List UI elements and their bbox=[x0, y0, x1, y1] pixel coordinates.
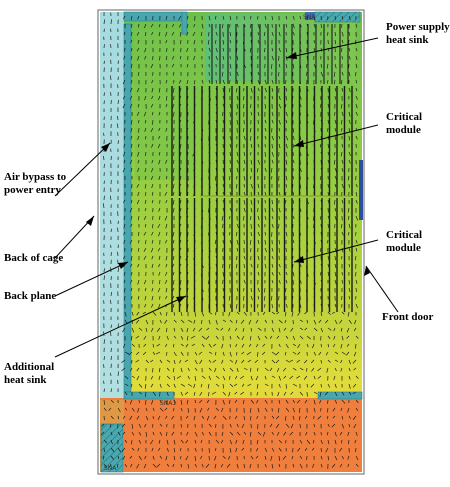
leader-front-door bbox=[366, 266, 398, 312]
exhaust-plenum bbox=[100, 398, 362, 472]
label-line: module bbox=[386, 242, 422, 255]
right-shelf bbox=[318, 392, 362, 399]
label-air-bypass: Air bypass to power entry bbox=[4, 171, 66, 197]
velocity-vector bbox=[272, 304, 273, 308]
label-critical-module-lower: Critical module bbox=[386, 229, 422, 255]
label-line: heat sink bbox=[4, 374, 54, 387]
top-ledge-tab bbox=[182, 12, 187, 34]
label-line: Critical bbox=[386, 111, 422, 124]
label-line: Air bypass to bbox=[4, 171, 66, 184]
label-back-of-cage: Back of cage bbox=[4, 252, 63, 265]
label-line: Critical bbox=[386, 229, 422, 242]
label-line: power entry bbox=[4, 184, 66, 197]
top-right-hatched-block bbox=[315, 12, 360, 22]
label-power-supply-heat-sink: Power supply heat sink bbox=[386, 21, 450, 47]
label-line: Power supply bbox=[386, 21, 450, 34]
front-door-edge bbox=[359, 160, 363, 220]
mark-mid: SNA1 bbox=[160, 400, 176, 407]
label-critical-module-upper: Critical module bbox=[386, 111, 422, 137]
label-front-door: Front door bbox=[382, 311, 433, 324]
velocity-vector bbox=[104, 92, 105, 96]
velocity-vector bbox=[104, 268, 105, 272]
label-line: Additional bbox=[4, 361, 54, 374]
mark-top-right: SNA bbox=[303, 14, 316, 21]
label-line: heat sink bbox=[386, 34, 450, 47]
velocity-vector bbox=[348, 232, 349, 235]
mark-bottom-left: SNA bbox=[104, 465, 117, 472]
label-back-plane: Back plane bbox=[4, 290, 56, 303]
label-line: module bbox=[386, 124, 422, 137]
upper-left-region bbox=[135, 30, 195, 180]
left-shelf bbox=[124, 392, 174, 399]
arrowhead-back-of-cage bbox=[86, 216, 94, 226]
label-additional-heat-sink: Additional heat sink bbox=[4, 361, 54, 387]
